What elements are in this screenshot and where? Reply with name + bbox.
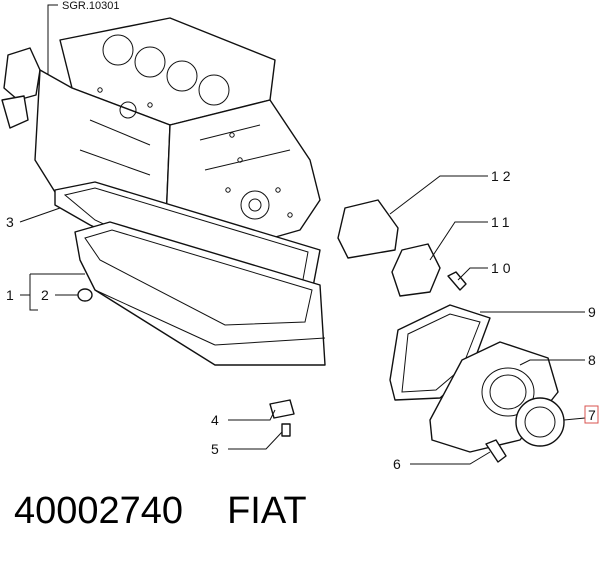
part-number: 40002740 xyxy=(14,490,184,532)
drain-plug xyxy=(77,288,93,302)
callout-7-highlight-box xyxy=(584,405,599,424)
cover-plate xyxy=(337,199,399,259)
oil-pan xyxy=(74,221,326,366)
small-screw xyxy=(281,423,291,437)
bolt-10 xyxy=(447,271,467,291)
caption: 40002740 FIAT xyxy=(14,492,307,530)
bolt-6 xyxy=(485,439,507,463)
callout-11: 11 xyxy=(491,214,514,230)
callout-4: 4 xyxy=(211,412,219,428)
callout-10: 10 xyxy=(491,260,515,276)
callout-7: 7 xyxy=(588,407,596,423)
callout-1: 1 xyxy=(6,287,14,303)
callout-8: 8 xyxy=(588,352,596,368)
reference-code: SGR.10301 xyxy=(62,0,119,12)
clip xyxy=(269,399,295,419)
callout-6: 6 xyxy=(393,456,401,472)
callout-5: 5 xyxy=(211,441,219,457)
callout-12: 12 xyxy=(491,168,515,184)
leader-lines xyxy=(19,175,586,465)
oil-seal-ring xyxy=(515,397,565,447)
brand-name: FIAT xyxy=(227,490,307,532)
callout-9: 9 xyxy=(588,304,596,320)
small-plate xyxy=(391,243,441,297)
reference-leader xyxy=(47,4,58,100)
callout-3: 3 xyxy=(6,214,14,230)
callout-2: 2 xyxy=(41,287,49,303)
